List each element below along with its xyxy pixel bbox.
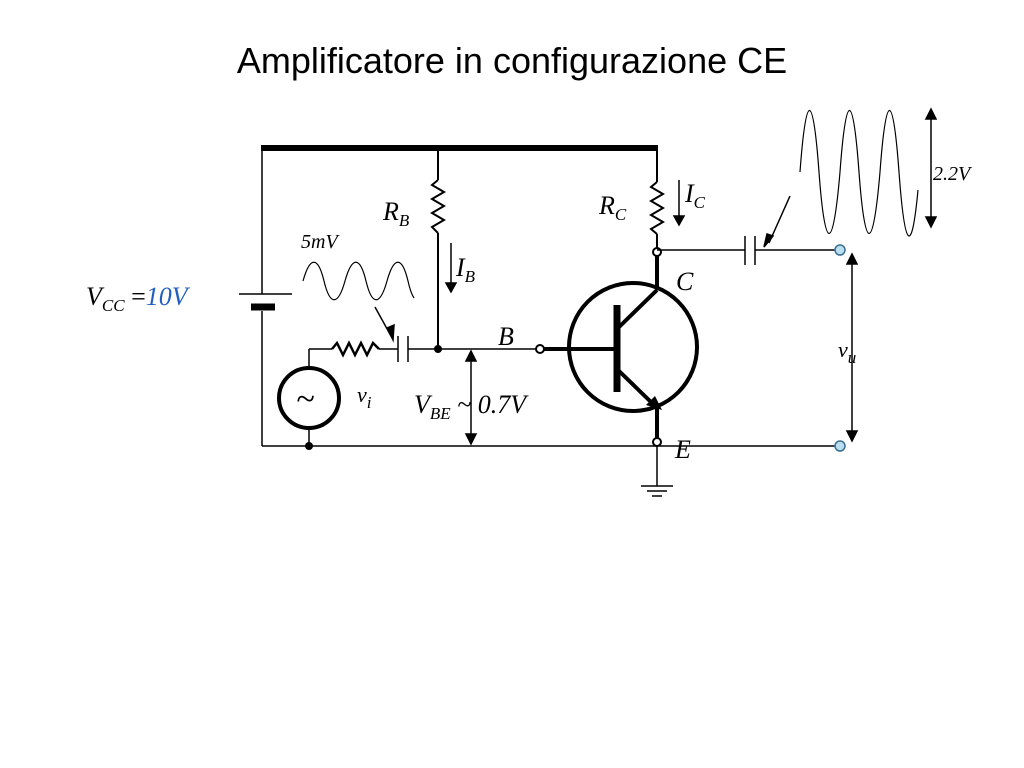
output-terminal-bottom — [834, 440, 846, 452]
output-terminal-top — [834, 244, 846, 256]
collector-terminal — [652, 247, 662, 257]
emitter-terminal — [652, 437, 662, 447]
output-waveform — [799, 109, 919, 237]
ac-source — [277, 366, 341, 430]
vi-label: vi — [357, 382, 372, 412]
vbe-arrow — [464, 349, 478, 446]
output-amplitude-label: 2.2V — [933, 163, 973, 185]
ic-arrow — [672, 180, 686, 227]
ic-label: IC — [684, 179, 706, 212]
base-terminal — [535, 344, 545, 354]
input-waveform — [302, 261, 415, 301]
input-amplitude-label: 5mV — [301, 231, 340, 253]
node-e-label: E — [674, 435, 691, 464]
rb-junction-dot — [434, 345, 442, 353]
ib-label: IB — [455, 253, 476, 286]
node-c-label: C — [676, 267, 694, 296]
ib-arrow — [444, 243, 458, 294]
node-b-label: B — [498, 322, 514, 351]
rb-label: RB — [382, 197, 410, 230]
npn-transistor — [544, 281, 699, 438]
output-pointer — [763, 195, 791, 248]
output-amplitude-arrow — [924, 107, 938, 229]
ground-symbol — [641, 446, 673, 497]
ground-junction-dot — [305, 442, 313, 450]
rc-resistor — [649, 148, 665, 290]
output-capacitor — [657, 236, 836, 265]
vbe-label: VBE ~ 0.7V — [414, 390, 529, 423]
input-network — [308, 336, 540, 446]
slide-title: Amplificatore in configurazione CE — [236, 40, 788, 81]
vu-arrow — [845, 252, 859, 443]
vcc-label: VCC =10V — [86, 282, 191, 315]
ac-source-symbol: ~ — [296, 381, 314, 418]
input-pointer — [374, 306, 395, 343]
vu-label: vu — [838, 337, 856, 367]
rb-resistor — [430, 148, 446, 349]
rc-label: RC — [598, 191, 627, 224]
